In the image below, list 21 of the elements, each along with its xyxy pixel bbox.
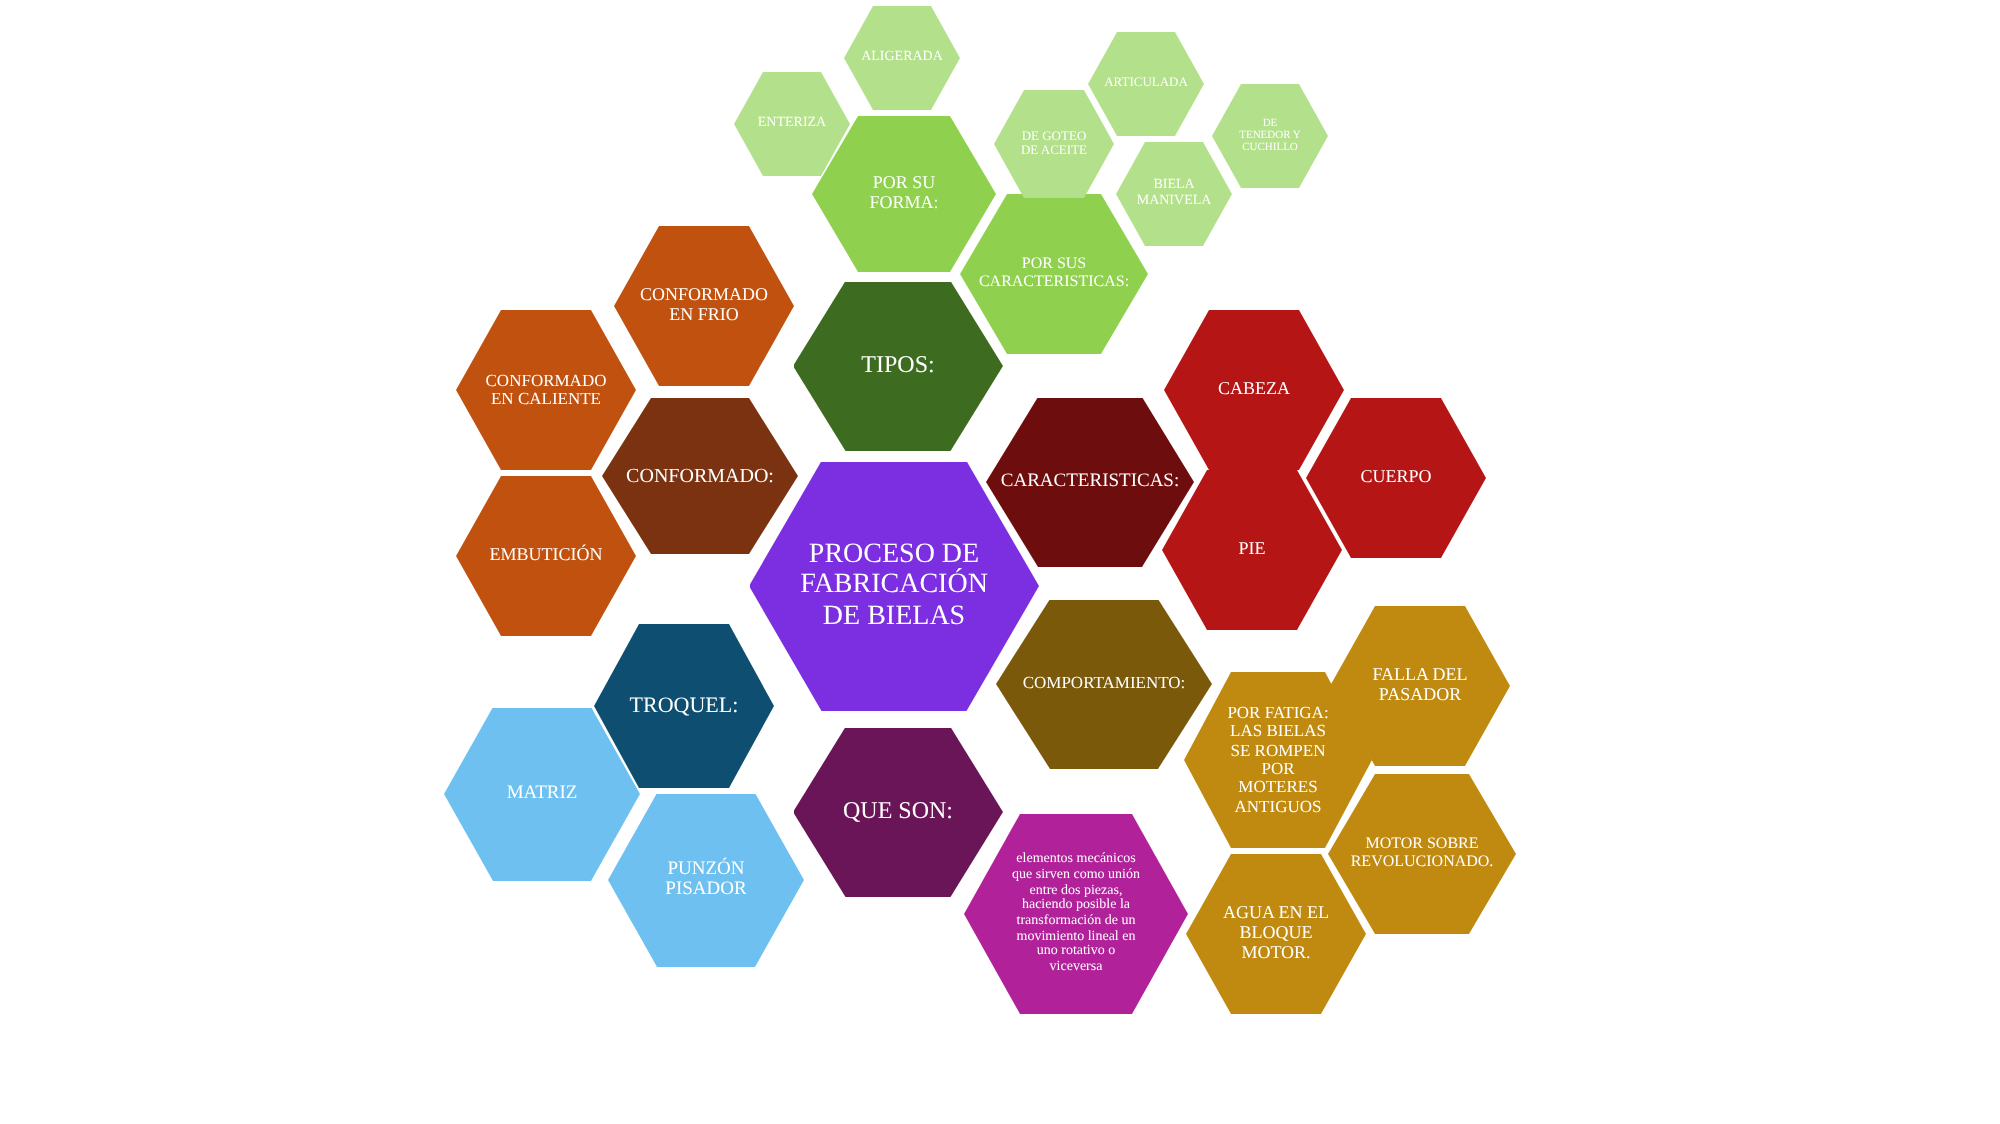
hexagon-label: MOTOR SOBRE REVOLUCIONADO. xyxy=(1350,836,1494,872)
hexagon-label: CARACTERISTICAS: xyxy=(1000,471,1180,493)
hexagon-label: QUE SON: xyxy=(842,798,953,826)
hexagon-label: EMBUTICIÓN xyxy=(489,546,603,566)
hexagon-label: POR SU FORMA: xyxy=(867,174,941,214)
hexagon-label: AGUA EN EL BLOQUE MOTOR. xyxy=(1221,904,1331,964)
hexagon-label: PROCESO DE FABRICACIÓN DE BIELAS xyxy=(800,539,988,633)
hexagon-label: CABEZA xyxy=(1218,380,1290,400)
hexagon-label: FALLA DEL PASADOR xyxy=(1370,666,1470,706)
hexagon-label: CONFORMADO EN FRIO xyxy=(638,286,770,326)
hexagon-label: PIE xyxy=(1238,540,1266,560)
hexagon-label: MATRIZ xyxy=(506,783,578,805)
hexagon-label: PUNZÓN PISADOR xyxy=(663,859,749,901)
hexagon-label: POR FATIGA: LAS BIELAS SE ROMPEN POR MOTERES ANTIGUOS xyxy=(1225,703,1331,817)
hexagon-label: CUERPO xyxy=(1360,468,1432,488)
hexagon-label: CONFORMADO EN CALIENTE xyxy=(483,371,609,409)
hexagon-label: TROQUEL: xyxy=(629,693,739,719)
hexagon-label: POR SUS CARACTERISTICAS: xyxy=(978,256,1130,292)
hexagon-label: TIPOS: xyxy=(861,352,935,380)
hexagon-label: CONFORMADO: xyxy=(626,465,774,487)
hexagon-label: COMPORTAMIENTO: xyxy=(1022,674,1186,694)
